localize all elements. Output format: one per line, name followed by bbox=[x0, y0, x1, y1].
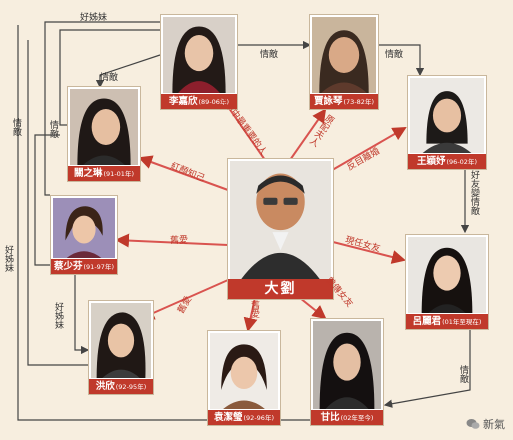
person-name-bar: 關之琳(91-01年) bbox=[68, 166, 140, 181]
watermark: 新氣 bbox=[466, 416, 505, 432]
person-photo bbox=[70, 89, 138, 165]
relation-label-outer-left1: 情敵 bbox=[11, 118, 21, 136]
person-name: 甘比 bbox=[320, 412, 340, 423]
relation-label-li-guan: 情敵 bbox=[100, 73, 119, 83]
person-years: (91-97年) bbox=[83, 263, 114, 271]
person-name: 王穎妤 bbox=[417, 156, 446, 167]
person-name: 蔡少芬 bbox=[54, 261, 83, 272]
person-card-lv[interactable]: 呂麗君(01年至現在) bbox=[405, 234, 489, 330]
person-photo bbox=[312, 17, 376, 93]
person-photo bbox=[410, 78, 484, 153]
person-name-bar: 甘比(02年至今) bbox=[311, 410, 383, 425]
person-photo bbox=[408, 237, 486, 313]
person-photo bbox=[163, 17, 235, 93]
person-card-wang[interactable]: 王穎妤(96-02年) bbox=[407, 75, 487, 170]
person-name: 關之琳 bbox=[74, 168, 103, 179]
person-card-hong[interactable]: 洪欣(92-95年) bbox=[88, 300, 154, 395]
person-years: (02年至今) bbox=[340, 414, 374, 422]
person-years: (01年至現在) bbox=[442, 318, 482, 326]
person-card-cai[interactable]: 蔡少芬(91-97年) bbox=[50, 195, 118, 275]
person-years: (73-82年) bbox=[343, 98, 374, 106]
person-name: 袁潔瑩 bbox=[214, 412, 243, 423]
person-years: (96-02年) bbox=[446, 158, 477, 166]
person-name-bar: 蔡少芬(91-97年) bbox=[51, 259, 117, 274]
center-person-card[interactable]: 大劉 bbox=[227, 158, 334, 300]
center-person-name: 大劉 bbox=[228, 279, 333, 299]
person-photo bbox=[91, 303, 151, 378]
relation-label-outer-left2: 好姊妹 bbox=[3, 245, 13, 272]
relation-label-wang-lv: 好友變情敵 bbox=[469, 170, 479, 215]
person-name-bar: 李嘉欣(89-06年) bbox=[161, 94, 237, 109]
person-name: 洪欣 bbox=[95, 381, 115, 392]
person-years: (91-01年) bbox=[103, 170, 134, 178]
person-card-yuan[interactable]: 袁潔瑩(92-96年) bbox=[207, 330, 281, 426]
relation-label-yuan: 舊愛 bbox=[249, 300, 259, 318]
person-photo bbox=[53, 198, 115, 258]
relation-label-outer-top: 好姊妹 bbox=[80, 13, 108, 23]
person-card-li[interactable]: 李嘉欣(89-06年) bbox=[160, 14, 238, 110]
person-photo bbox=[210, 333, 278, 409]
person-name-bar: 洪欣(92-95年) bbox=[89, 379, 153, 394]
person-years: (89-06年) bbox=[198, 98, 229, 106]
person-photo bbox=[313, 321, 381, 409]
relation-label-cai-hong: 好姊妹 bbox=[53, 302, 63, 329]
person-card-gan[interactable]: 甘比(02年至今) bbox=[310, 318, 384, 426]
person-years: (92-95年) bbox=[115, 383, 147, 391]
person-years: (92-96年) bbox=[243, 414, 274, 422]
person-name-bar: 袁潔瑩(92-96年) bbox=[208, 410, 280, 425]
watermark-text: 新氣 bbox=[483, 418, 505, 431]
person-name-bar: 呂麗君(01年至現在) bbox=[406, 314, 488, 329]
person-name-bar: 王穎妤(96-02年) bbox=[408, 154, 486, 169]
relation-label-li-jia: 情敵 bbox=[260, 50, 279, 60]
relation-label-jia-wang: 情敵 bbox=[385, 50, 404, 60]
person-card-jia[interactable]: 賈詠琴(73-82年) bbox=[309, 14, 379, 110]
relation-label-lv-gan: 情敵 bbox=[458, 365, 468, 383]
person-name-bar: 賈詠琴(73-82年) bbox=[310, 94, 378, 109]
person-name: 賈詠琴 bbox=[314, 96, 343, 107]
relation-label-outer-guan: 情敵 bbox=[48, 120, 58, 138]
wechat-icon bbox=[466, 418, 480, 430]
center-person-photo bbox=[230, 161, 331, 279]
person-name: 李嘉欣 bbox=[169, 96, 198, 107]
person-card-guan[interactable]: 關之琳(91-01年) bbox=[67, 86, 141, 182]
relation-label-cai: 舊愛 bbox=[170, 236, 189, 246]
person-name: 呂麗君 bbox=[412, 316, 442, 327]
